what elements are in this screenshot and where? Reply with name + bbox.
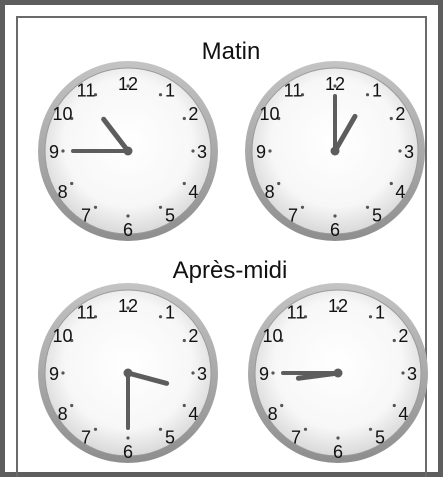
hour-tick	[183, 182, 186, 185]
hour-tick	[333, 214, 336, 217]
dial-number: 1	[165, 81, 175, 101]
dial-number: 4	[188, 404, 198, 424]
hour-tick	[70, 182, 73, 185]
hour-tick	[159, 315, 162, 318]
dial-number: 1	[375, 303, 385, 323]
dial-number: 4	[188, 182, 198, 202]
hour-tick	[159, 206, 162, 209]
hour-tick	[183, 117, 186, 120]
section-title-afternoon: Après-midi	[173, 257, 288, 284]
hour-tick	[366, 93, 369, 96]
dial-number: 5	[372, 205, 382, 225]
dial-number: 6	[330, 220, 340, 240]
clock-center-pin	[124, 147, 133, 156]
hour-tick	[280, 404, 283, 407]
dial-number: 12	[328, 296, 348, 316]
dial-number: 1	[165, 303, 175, 323]
hour-tick	[159, 428, 162, 431]
hour-tick	[401, 371, 404, 374]
dial-number: 8	[265, 182, 275, 202]
hour-tick	[61, 149, 64, 152]
dial-number: 3	[404, 142, 414, 162]
dial-number: 12	[325, 74, 345, 94]
hour-tick	[277, 182, 280, 185]
hour-tick	[398, 149, 401, 152]
hour-tick	[159, 93, 162, 96]
hour-tick	[94, 428, 97, 431]
hour-tick	[393, 339, 396, 342]
dial-number: 9	[49, 142, 59, 162]
clock-center-pin	[331, 147, 340, 156]
hour-tick	[61, 371, 64, 374]
dial-number: 5	[165, 205, 175, 225]
dial-number: 4	[395, 182, 405, 202]
dial-number: 3	[407, 364, 417, 384]
dial-number: 6	[333, 442, 343, 462]
dial-number: 10	[263, 326, 283, 346]
section-title-morning: Matin	[202, 38, 261, 65]
dial-number: 11	[287, 303, 306, 323]
dial-number: 6	[123, 442, 133, 462]
hour-tick	[191, 149, 194, 152]
hour-tick	[268, 149, 271, 152]
dial-number: 7	[291, 427, 301, 447]
dial-number: 11	[284, 81, 303, 101]
dial-number: 2	[395, 104, 405, 124]
dial-number: 7	[288, 205, 298, 225]
dial-number: 5	[375, 427, 385, 447]
dial-number: 3	[197, 142, 207, 162]
hour-tick	[183, 404, 186, 407]
dial-number: 7	[81, 427, 91, 447]
dial-number: 2	[188, 104, 198, 124]
hour-tick	[369, 428, 372, 431]
dial-number: 9	[49, 364, 59, 384]
dial-number: 6	[123, 220, 133, 240]
analog-clock: 12 12 3 45 6 78 9 1011	[248, 283, 428, 463]
clock-center-pin	[334, 369, 343, 378]
dial-number: 8	[268, 404, 278, 424]
dial-number: 9	[256, 142, 266, 162]
hour-tick	[301, 206, 304, 209]
dial-number: 10	[53, 326, 73, 346]
hour-tick	[271, 371, 274, 374]
dial-number: 10	[260, 104, 280, 124]
hour-tick	[183, 339, 186, 342]
dial-number: 10	[53, 104, 73, 124]
dial-number: 4	[398, 404, 408, 424]
dial-number: 3	[197, 364, 207, 384]
clock-center-pin	[124, 369, 133, 378]
hour-tick	[70, 404, 73, 407]
hour-tick	[126, 436, 129, 439]
hour-tick	[304, 428, 307, 431]
hour-tick	[336, 436, 339, 439]
dial-number: 11	[77, 303, 96, 323]
hour-tick	[390, 117, 393, 120]
hour-tick	[94, 206, 97, 209]
dial-number: 2	[398, 326, 408, 346]
dial-number: 7	[81, 205, 91, 225]
dial-number: 12	[118, 296, 138, 316]
hour-tick	[191, 371, 194, 374]
dial-number: 11	[77, 81, 96, 101]
hour-tick	[393, 404, 396, 407]
hour-tick	[369, 315, 372, 318]
hour-tick	[366, 206, 369, 209]
dial-number: 8	[58, 404, 68, 424]
dial-number: 12	[118, 74, 138, 94]
dial-number: 1	[372, 81, 382, 101]
dial-number: 5	[165, 427, 175, 447]
dial-number: 2	[188, 326, 198, 346]
dial-number: 8	[58, 182, 68, 202]
dial-number: 9	[259, 364, 269, 384]
hour-tick	[126, 214, 129, 217]
hour-tick	[390, 182, 393, 185]
